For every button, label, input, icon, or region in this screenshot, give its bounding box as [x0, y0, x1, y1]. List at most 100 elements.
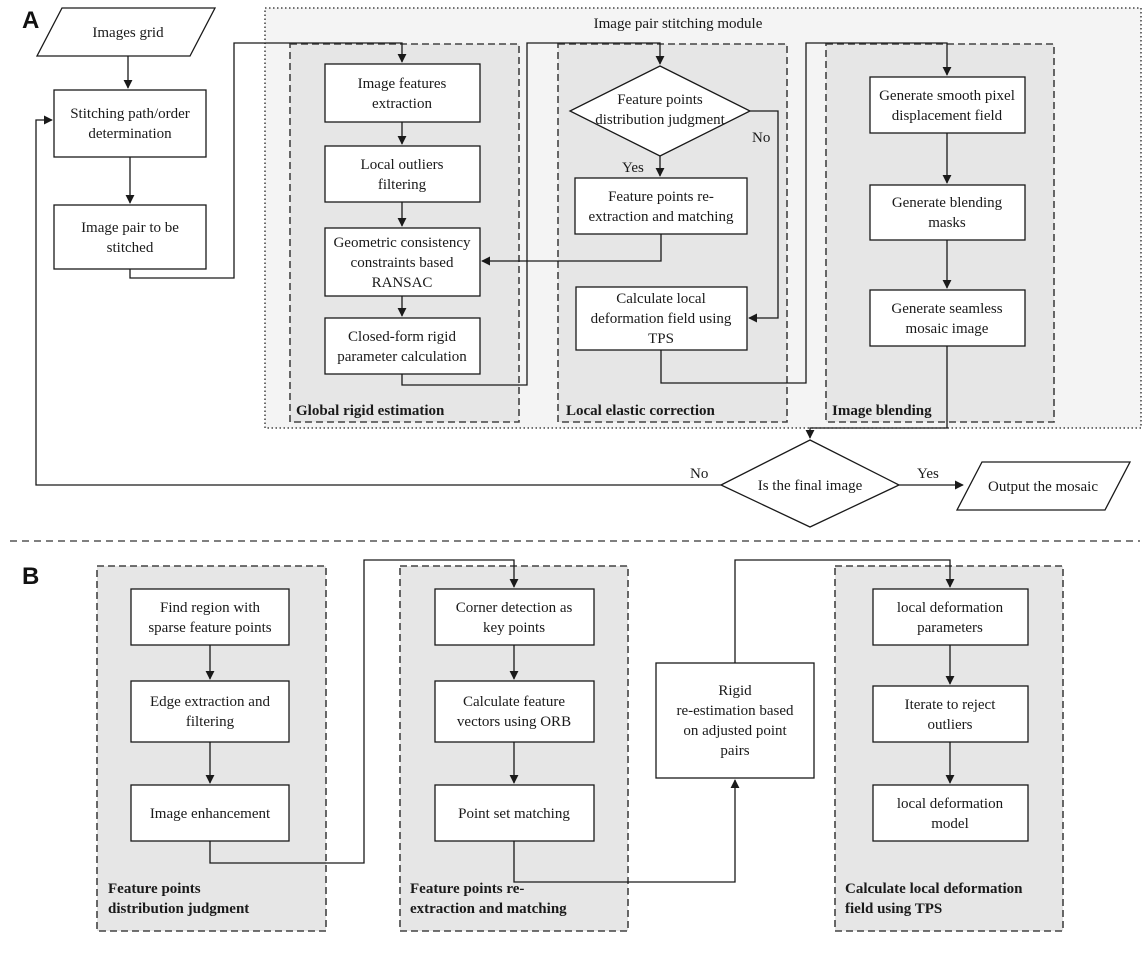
geometric-consistency-node — [324, 227, 481, 297]
smooth-pixel-node — [869, 76, 1026, 134]
local-outliers-node — [324, 145, 481, 203]
text-line: filtering — [186, 714, 235, 730]
text-line: re-estimation based — [676, 703, 794, 719]
text-line: Closed-form rigid — [348, 329, 456, 345]
iterate-outliers-node — [872, 685, 1029, 743]
text-line: Feature points re- — [608, 189, 714, 205]
image-enhancement-node — [130, 784, 290, 842]
local-params-label: local deformation parameters — [897, 600, 1004, 636]
iterate-outliers-label: Iterate to reject outliers — [905, 697, 997, 733]
text-line: local deformation — [897, 600, 1004, 616]
seamless-mosaic-label: Generate seamless mosaic image — [891, 301, 1002, 337]
text-line: TPS — [648, 331, 674, 347]
point-set-matching-label: Point set matching — [458, 806, 570, 822]
text-line: Images grid — [92, 25, 164, 41]
text-line: vectors using ORB — [457, 714, 571, 730]
seamless-mosaic-node — [869, 289, 1026, 347]
text-line: parameter calculation — [337, 349, 467, 365]
image-pair-label: Image pair to be stitched — [81, 220, 179, 256]
text-line: stitched — [107, 240, 154, 256]
group-b-calc-tps-label: Calculate local deformation field using T… — [845, 881, 1023, 917]
group-global-rigid-label: Global rigid estimation — [296, 403, 445, 419]
edge-calc-to-smooth — [660, 42, 952, 384]
rigid-reestimation-node — [655, 662, 815, 779]
text-line: displacement field — [892, 108, 1003, 124]
text-line: Generate blending — [892, 195, 1003, 211]
text-line: Image enhancement — [150, 806, 271, 822]
text-line: local deformation — [897, 796, 1004, 812]
text-line: Generate seamless — [891, 301, 1002, 317]
local-model-label: local deformation model — [897, 796, 1004, 832]
text-line: extraction — [372, 96, 432, 112]
text-line: extraction and matching — [589, 209, 734, 225]
section-b-letter: B — [22, 563, 39, 590]
images-grid-label: Images grid — [92, 25, 164, 41]
text-line: Generate smooth pixel — [879, 88, 1015, 104]
text-line: Point set matching — [458, 806, 570, 822]
text-line: Geometric consistency — [333, 235, 471, 251]
text-line: Find region with — [160, 600, 260, 616]
fp-reextraction-label: Feature points re-extraction and matchin… — [589, 189, 734, 225]
text-line: Stitching path/order — [70, 106, 190, 122]
text-line: pairs — [720, 743, 749, 759]
edge-label-judgment-yes: Yes — [622, 160, 644, 176]
text-line: field using TPS — [845, 901, 942, 917]
edge-extraction-node — [130, 680, 290, 743]
text-line: outliers — [928, 717, 973, 733]
edge-final-no — [35, 115, 721, 486]
text-line: mosaic image — [906, 321, 989, 337]
fp-judgment-label: Feature points distribution judgment — [595, 92, 725, 128]
group-local-elastic-label: Local elastic correction — [566, 403, 715, 419]
is-final-node — [719, 439, 901, 528]
text-line: deformation field using — [591, 311, 732, 327]
text-line: distribution judgment — [595, 112, 725, 128]
local-params-node — [872, 588, 1029, 646]
text-line: Rigid — [718, 683, 752, 699]
edge-closedform-to-judgment — [401, 42, 665, 386]
text-line: Calculate local deformation — [845, 881, 1023, 897]
text-line: Image pair to be — [81, 220, 179, 236]
feature-vectors-node — [434, 680, 595, 743]
calc-local-deformation-node — [575, 286, 748, 351]
text-line: Feature points — [108, 881, 201, 897]
text-line: Corner detection as — [456, 600, 573, 616]
text-line: parameters — [917, 620, 983, 636]
text-line: RANSAC — [372, 275, 433, 291]
group-b-fp-reextraction-label: Feature points re-extraction and matchin… — [410, 881, 567, 917]
text-line: model — [931, 816, 969, 832]
text-line: Calculate local — [616, 291, 706, 307]
local-model-node — [872, 784, 1029, 842]
edge-b-enhance-to-corner — [209, 559, 519, 864]
output-mosaic-label: Output the mosaic — [988, 479, 1098, 495]
edge-b-pointset-to-rigid — [513, 779, 740, 883]
text-line: filtering — [378, 177, 427, 193]
module-title: Image pair stitching module — [594, 16, 763, 32]
image-enhancement-label: Image enhancement — [150, 806, 271, 822]
text-line: Edge extraction and — [150, 694, 270, 710]
text-line: extraction and matching — [410, 901, 567, 917]
text-line: Iterate to reject — [905, 697, 997, 713]
corner-detection-node — [434, 588, 595, 646]
edge-reextraction-to-geometric — [481, 234, 662, 266]
text-line: Feature points — [617, 92, 703, 108]
edge-label-judgment-no: No — [752, 130, 770, 146]
find-region-node — [130, 588, 290, 646]
section-a-letter: A — [22, 7, 39, 34]
stitching-path-node — [53, 89, 207, 158]
is-final-label: Is the final image — [758, 478, 863, 494]
closed-form-node — [324, 317, 481, 375]
closed-form-label: Closed-form rigid parameter calculation — [337, 329, 467, 365]
blending-masks-node — [869, 184, 1026, 241]
